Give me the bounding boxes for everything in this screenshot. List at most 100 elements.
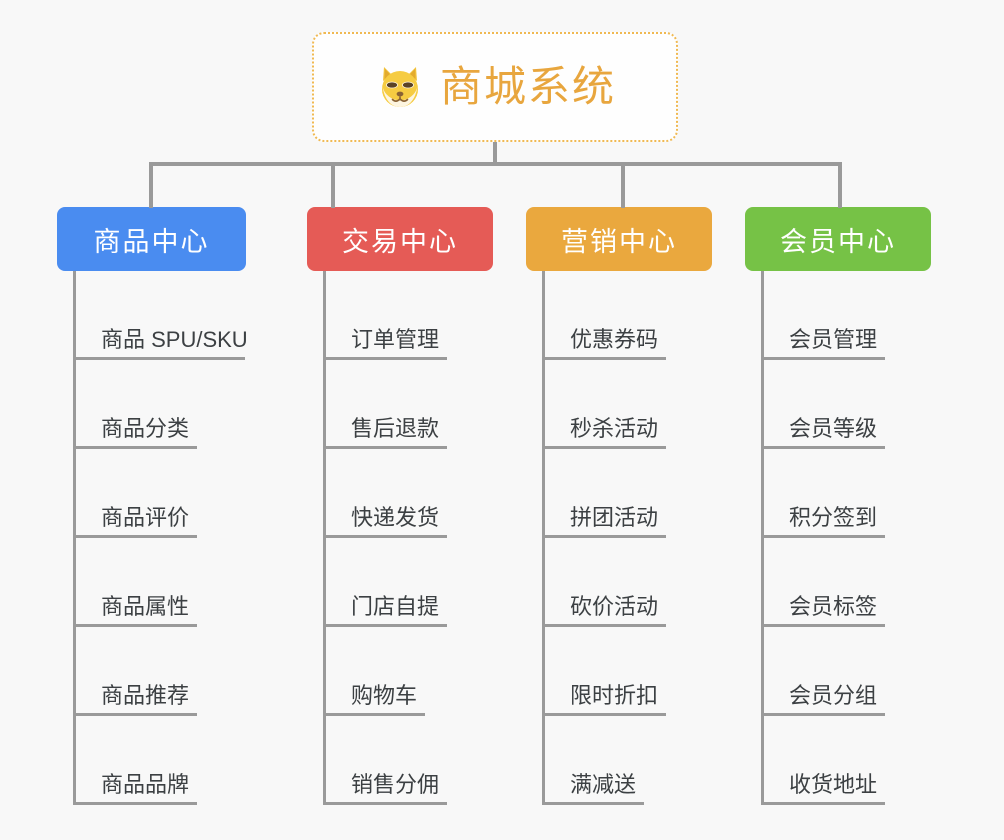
leaf-item-underline bbox=[542, 535, 666, 538]
leaf-item-label: 商品评价 bbox=[101, 505, 190, 530]
leaf-item[interactable]: 会员标签 bbox=[745, 538, 931, 627]
shiba-dog-face-icon bbox=[374, 61, 426, 113]
leaf-item-label: 秒杀活动 bbox=[570, 416, 659, 441]
leaf-item[interactable]: 会员管理 bbox=[745, 271, 931, 360]
leaf-item-underline bbox=[73, 535, 197, 538]
leaf-item[interactable]: 积分签到 bbox=[745, 449, 931, 538]
leaf-item[interactable]: 售后退款 bbox=[307, 360, 493, 449]
leaf-item-underline bbox=[761, 535, 885, 538]
leaf-item[interactable]: 拼团活动 bbox=[526, 449, 712, 538]
branch-items-3: 优惠券码秒杀活动拼团活动砍价活动限时折扣满减送 bbox=[526, 271, 712, 805]
leaf-item-label: 购物车 bbox=[351, 683, 418, 708]
leaf-item[interactable]: 购物车 bbox=[307, 627, 493, 716]
leaf-item[interactable]: 销售分佣 bbox=[307, 716, 493, 805]
branch-spine-3 bbox=[542, 271, 545, 805]
leaf-item-underline bbox=[761, 357, 885, 360]
leaf-item-underline bbox=[323, 357, 447, 360]
leaf-item-label: 销售分佣 bbox=[351, 772, 440, 797]
leaf-item[interactable]: 订单管理 bbox=[307, 271, 493, 360]
root-title: 商城系统 bbox=[439, 63, 616, 110]
branch-items-4: 会员管理会员等级积分签到会员标签会员分组收货地址 bbox=[745, 271, 931, 805]
leaf-item-label: 积分签到 bbox=[789, 505, 878, 530]
connector-root-stem bbox=[493, 142, 497, 164]
leaf-item-label: 商品分类 bbox=[101, 416, 190, 441]
leaf-item-underline bbox=[323, 713, 425, 716]
leaf-item[interactable]: 商品品牌 bbox=[57, 716, 246, 805]
leaf-item-underline bbox=[73, 624, 197, 627]
leaf-item-underline bbox=[542, 713, 666, 716]
leaf-item[interactable]: 限时折扣 bbox=[526, 627, 712, 716]
connector-drop-4 bbox=[838, 162, 842, 208]
leaf-item[interactable]: 满减送 bbox=[526, 716, 712, 805]
leaf-item-label: 满减送 bbox=[570, 772, 637, 797]
branch-header-label: 营销中心 bbox=[561, 226, 677, 257]
branch-spine-4 bbox=[761, 271, 764, 805]
leaf-item[interactable]: 会员等级 bbox=[745, 360, 931, 449]
leaf-item-underline bbox=[73, 713, 197, 716]
connector-drop-1 bbox=[149, 162, 153, 208]
leaf-item-underline bbox=[761, 624, 885, 627]
branch-header-label: 商品中心 bbox=[93, 226, 210, 257]
leaf-item-label: 会员标签 bbox=[789, 594, 878, 619]
leaf-item[interactable]: 门店自提 bbox=[307, 538, 493, 627]
branch-header-label: 交易中心 bbox=[342, 226, 458, 257]
leaf-item-underline bbox=[761, 446, 885, 449]
branch-header-4[interactable]: 会员中心 bbox=[745, 207, 931, 271]
root-node[interactable]: 商城系统 bbox=[312, 32, 678, 142]
leaf-item-label: 收货地址 bbox=[789, 772, 878, 797]
branch-items-1: 商品 SPU/SKU 商品分类商品评价商品属性商品推荐商品品牌 bbox=[57, 271, 248, 805]
leaf-item-label: 售后退款 bbox=[351, 416, 440, 441]
branch-header-label: 会员中心 bbox=[780, 226, 896, 257]
leaf-item[interactable]: 商品推荐 bbox=[57, 627, 246, 716]
leaf-item-label: 门店自提 bbox=[351, 594, 440, 619]
leaf-item-label: 拼团活动 bbox=[570, 505, 659, 530]
leaf-item-label: 商品 SPU/SKU bbox=[101, 327, 248, 352]
leaf-item[interactable]: 收货地址 bbox=[745, 716, 931, 805]
leaf-item-underline bbox=[761, 713, 885, 716]
branch-column-2: 交易中心订单管理售后退款快递发货门店自提购物车销售分佣 bbox=[307, 207, 493, 805]
leaf-item-label: 快递发货 bbox=[351, 505, 440, 530]
branch-header-1[interactable]: 商品中心 bbox=[57, 207, 246, 271]
leaf-item-label: 订单管理 bbox=[351, 327, 440, 352]
leaf-item[interactable]: 砍价活动 bbox=[526, 538, 712, 627]
leaf-item-label: 会员等级 bbox=[789, 416, 878, 441]
leaf-item-underline bbox=[542, 624, 666, 627]
leaf-item-underline bbox=[73, 446, 197, 449]
leaf-item-underline bbox=[542, 446, 666, 449]
leaf-item[interactable]: 商品属性 bbox=[57, 538, 246, 627]
branch-header-3[interactable]: 营销中心 bbox=[526, 207, 712, 271]
leaf-item-label: 商品品牌 bbox=[101, 772, 190, 797]
leaf-item-label: 商品推荐 bbox=[101, 683, 190, 708]
leaf-item[interactable]: 快递发货 bbox=[307, 449, 493, 538]
leaf-item-underline bbox=[323, 535, 447, 538]
branch-column-1: 商品中心商品 SPU/SKU 商品分类商品评价商品属性商品推荐商品品牌 bbox=[57, 207, 248, 805]
leaf-item[interactable]: 商品 SPU/SKU bbox=[57, 271, 248, 360]
leaf-item-label: 优惠券码 bbox=[570, 327, 659, 352]
leaf-item-underline bbox=[323, 446, 447, 449]
leaf-item-underline bbox=[761, 802, 885, 805]
leaf-item[interactable]: 商品分类 bbox=[57, 360, 246, 449]
leaf-item-underline bbox=[323, 802, 447, 805]
leaf-item[interactable]: 优惠券码 bbox=[526, 271, 712, 360]
branch-items-2: 订单管理售后退款快递发货门店自提购物车销售分佣 bbox=[307, 271, 493, 805]
branch-column-3: 营销中心优惠券码秒杀活动拼团活动砍价活动限时折扣满减送 bbox=[526, 207, 712, 805]
branch-spine-1 bbox=[73, 271, 76, 805]
leaf-item-underline bbox=[73, 802, 197, 805]
connector-horizontal-bus bbox=[149, 162, 840, 166]
leaf-item[interactable]: 秒杀活动 bbox=[526, 360, 712, 449]
connector-drop-3 bbox=[621, 162, 625, 208]
leaf-item[interactable]: 会员分组 bbox=[745, 627, 931, 716]
leaf-item[interactable]: 商品评价 bbox=[57, 449, 246, 538]
leaf-item-underline bbox=[542, 357, 666, 360]
leaf-item-underline bbox=[323, 624, 447, 627]
leaf-item-label: 会员分组 bbox=[789, 683, 878, 708]
leaf-item-label: 砍价活动 bbox=[570, 594, 659, 619]
leaf-item-underline bbox=[542, 802, 644, 805]
branch-header-2[interactable]: 交易中心 bbox=[307, 207, 493, 271]
leaf-item-label: 商品属性 bbox=[101, 594, 190, 619]
branch-spine-2 bbox=[323, 271, 326, 805]
connector-drop-2 bbox=[331, 162, 335, 208]
leaf-item-label: 会员管理 bbox=[789, 327, 878, 352]
leaf-item-label: 限时折扣 bbox=[570, 683, 659, 708]
